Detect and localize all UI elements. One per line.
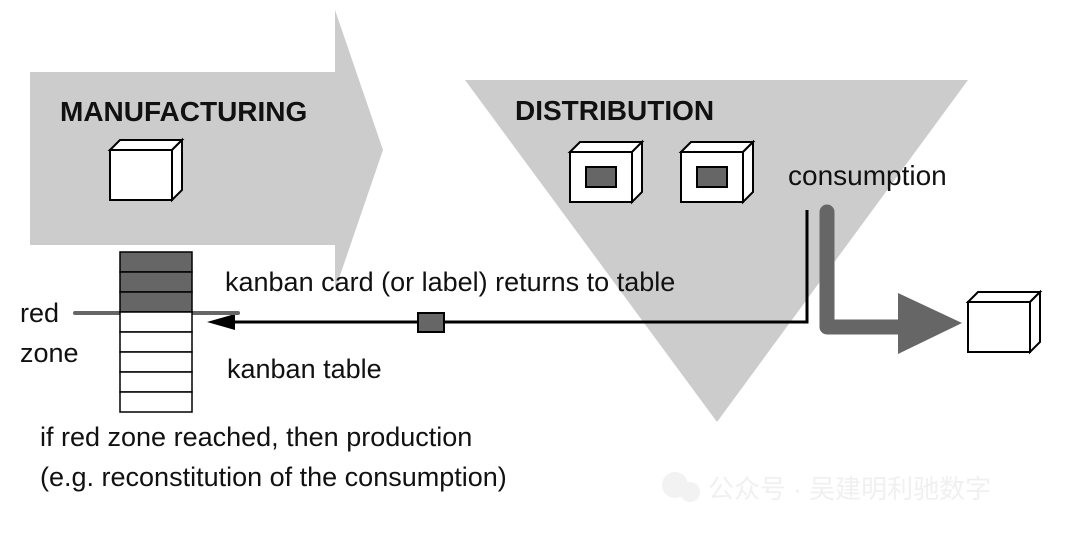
kanban-table-label: kanban table (227, 354, 382, 384)
kanban-card-label: kanban card (or label) returns to table (225, 267, 675, 297)
kanban-table-slot-filled (119, 291, 193, 313)
kanban-table-slot-empty (119, 351, 193, 373)
consumption-flow-arrow (819, 204, 913, 335)
kanban-table-slot-empty (119, 311, 193, 333)
kanban-table-slot-empty (119, 371, 193, 393)
manufacturing-label: MANUFACTURING (60, 96, 307, 127)
kanban-card-icon (417, 312, 445, 333)
arrowhead-icon (207, 314, 235, 330)
manufacturing-box-icon (107, 137, 185, 203)
kanban-table-slot-filled (119, 271, 193, 293)
svg-text:公众号 · 吴建明利驰数字: 公众号 · 吴建明利驰数字 (708, 474, 991, 504)
distribution-label: DISTRIBUTION (515, 95, 714, 126)
consumption-arrowhead-icon (898, 293, 962, 354)
kanban-table-slot-empty (119, 331, 193, 353)
kanban-table (119, 251, 193, 413)
distribution-triangle (465, 80, 968, 422)
production-note: (e.g. reconstitution of the consumption) (40, 462, 507, 492)
consumed-box-icon (965, 289, 1043, 355)
distribution-box-icon (567, 139, 645, 205)
red-zone-label: red (20, 298, 59, 328)
manufacturing-arrow (30, 10, 383, 290)
kanban-table-slot-empty (119, 391, 193, 413)
red-zone-label: zone (20, 338, 79, 368)
consumption-label: consumption (788, 160, 947, 191)
kanban-table-slot-filled (119, 251, 193, 273)
distribution-box-icon (678, 139, 756, 205)
watermark: 公众号 · 吴建明利驰数字 (662, 472, 991, 504)
production-note: if red zone reached, then production (40, 422, 472, 452)
